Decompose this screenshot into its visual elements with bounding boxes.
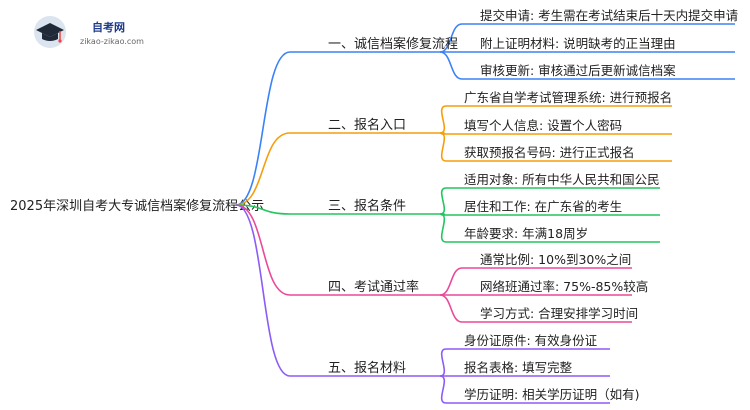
branch-label-1: 一、诚信档案修复流程 (328, 37, 458, 52)
graduation-cap-icon (36, 23, 64, 43)
branch-4: 四、考试通过率 通常比例: 10%到30%之间 网络班通过率: 75%-85%较… (328, 252, 648, 321)
leaf-2-1: 广东省自学考试管理系统: 进行预报名 (464, 90, 672, 105)
root-connector-5 (235, 204, 291, 377)
leaf-3-1: 适用对象: 所有中华人民共和国公民 (464, 172, 660, 187)
leaf-connector-3-1 (439, 187, 447, 215)
leaf-3-2: 居住和工作: 在广东省的考生 (464, 199, 622, 214)
leaf-1-3: 审核更新: 审核通过后更新诚信档案 (480, 63, 676, 78)
root-connector-3 (235, 204, 291, 215)
leaf-5-1: 身份证原件: 有效身份证 (464, 333, 598, 348)
leaf-4-2: 网络班通过率: 75%-85%较高 (480, 279, 648, 294)
leaf-connector-2-3 (439, 132, 447, 162)
logo-title: 自考网 (92, 20, 125, 34)
leaf-connector-3-3 (439, 213, 447, 243)
branch-3: 三、报名条件 适用对象: 所有中华人民共和国公民 居住和工作: 在广东省的考生 … (328, 172, 660, 241)
branch-label-5: 五、报名材料 (328, 360, 406, 376)
leaf-1-2: 附上证明材料: 说明缺考的正当理由 (480, 36, 676, 51)
branch-5: 五、报名材料 身份证原件: 有效身份证 报名表格: 填写完整 学历证明: 相关学… (328, 333, 640, 402)
branch-2: 二、报名入口 广东省自学考试管理系统: 进行预报名 填写个人信息: 设置个人密码… (328, 90, 672, 160)
leaf-5-3: 学历证明: 相关学历证明（如有) (464, 387, 640, 402)
leaf-4-1: 通常比例: 10%到30%之间 (480, 252, 631, 267)
root-connector-1 (235, 51, 291, 206)
leaf-connector-4-3 (439, 294, 463, 323)
site-logo: 自考网 zikao-zikao.com (34, 16, 144, 48)
leaf-connector-5-1 (439, 348, 447, 377)
leaf-connector-1-1 (439, 23, 463, 53)
connectors (235, 23, 735, 404)
logo-subtitle: zikao-zikao.com (80, 37, 144, 46)
branch-1: 一、诚信档案修复流程 提交申请: 考生需在考试结束后十天内提交申请 附上证明材料… (328, 8, 738, 78)
leaf-4-3: 学习方式: 合理安排学习时间 (480, 306, 638, 321)
leaf-connector-4-1 (439, 267, 463, 296)
leaf-2-2: 填写个人信息: 设置个人密码 (464, 118, 622, 133)
leaf-2-3: 获取预报名号码: 进行正式报名 (464, 145, 635, 160)
root-connector-4 (235, 204, 291, 296)
branch-label-4: 四、考试通过率 (328, 279, 419, 295)
leaf-1-1: 提交申请: 考生需在考试结束后十天内提交申请 (480, 8, 738, 23)
branch-label-2: 二、报名入口 (328, 117, 406, 133)
branch-label-3: 三、报名条件 (328, 198, 406, 214)
root-topic: 2025年深圳自考大专诚信档案修复流程公示 (10, 199, 264, 214)
leaf-3-3: 年龄要求: 年满18周岁 (464, 226, 588, 241)
root-connector-2 (235, 132, 291, 206)
leaf-connector-1-3 (439, 51, 463, 80)
leaf-connector-2-1 (439, 105, 447, 134)
leaf-connector-5-3 (439, 375, 447, 404)
leaf-5-2: 报名表格: 填写完整 (464, 360, 573, 375)
